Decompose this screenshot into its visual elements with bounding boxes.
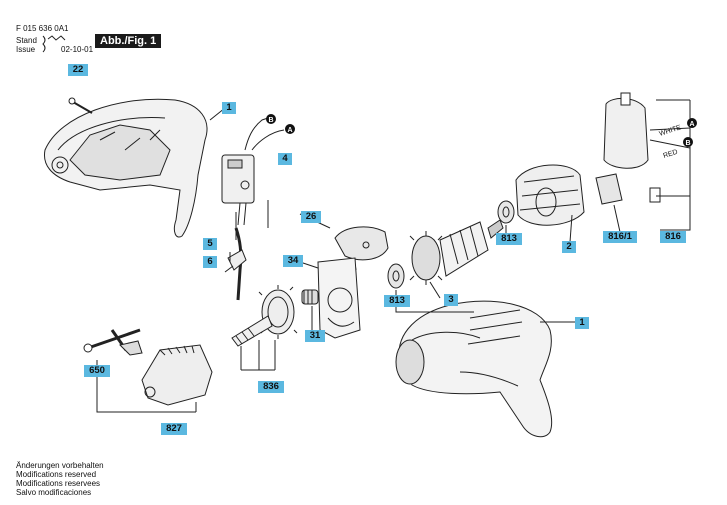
- document-number: F 015 636 0A1: [16, 24, 69, 33]
- spindle-gear-part: [231, 285, 298, 347]
- footer-line-1: Änderungen vorbehalten: [16, 461, 104, 470]
- callout-22: 22: [68, 64, 88, 76]
- callout-816-1: 816/1: [603, 231, 637, 243]
- figure-badge: Abb./Fig. 1: [95, 34, 162, 48]
- callout-26: 26: [301, 211, 321, 223]
- stand-label: Stand: [16, 36, 37, 45]
- issue-label: Issue: [16, 45, 36, 54]
- wire-marker-b: B: [266, 114, 276, 124]
- footer-line-4: Salvo modificaciones: [16, 488, 92, 497]
- gear-housing-plate-part: [317, 257, 361, 339]
- callout-836: 836: [258, 381, 284, 393]
- callout-2: 2: [562, 241, 576, 253]
- assembled-drill-part: [395, 300, 553, 438]
- screw-part: [68, 97, 93, 114]
- wire-marker-b-right: B: [683, 137, 693, 147]
- callout-816: 816: [660, 231, 686, 243]
- callout-31: 31: [305, 330, 325, 342]
- chuck-key-part: [83, 328, 143, 356]
- bearing-right-part: [497, 200, 515, 224]
- callout-813-right: 813: [496, 233, 522, 245]
- wire-marker-a: A: [285, 124, 295, 134]
- wire-marker-a-right: A: [687, 118, 697, 128]
- footer-line-2: Modifications reserved: [16, 470, 97, 479]
- svg-text:A: A: [689, 121, 694, 128]
- switch-part: [221, 117, 285, 226]
- callout-650: 650: [84, 365, 110, 377]
- callout-1-drill: 1: [575, 317, 589, 329]
- bearing-left-part: [387, 263, 405, 289]
- svg-text:B: B: [685, 140, 690, 147]
- footer-line-3: Modifications reservees: [16, 479, 101, 488]
- svg-text:A: A: [287, 127, 292, 134]
- wire-label-white: WHITE: [658, 124, 682, 138]
- callout-4: 4: [278, 153, 292, 165]
- housing-half-part: [43, 98, 208, 238]
- field-coil-part: [515, 164, 585, 226]
- pinion-gear-part: [301, 289, 319, 305]
- callout-5: 5: [203, 238, 217, 250]
- callout-827: 827: [161, 423, 187, 435]
- callout-6: 6: [203, 256, 217, 268]
- issue-date: 02-10-01: [61, 45, 94, 54]
- callout-3: 3: [444, 294, 458, 306]
- wire-label-red: RED: [662, 149, 678, 160]
- callout-1-housing: 1: [222, 102, 236, 114]
- svg-text:B: B: [268, 117, 273, 124]
- cord-part: [224, 227, 247, 301]
- drill-chuck-part: [141, 344, 213, 406]
- callout-34: 34: [283, 255, 303, 267]
- callout-813-left: 813: [384, 295, 410, 307]
- brush-holder-part: [595, 92, 691, 205]
- armature-part: [409, 219, 504, 285]
